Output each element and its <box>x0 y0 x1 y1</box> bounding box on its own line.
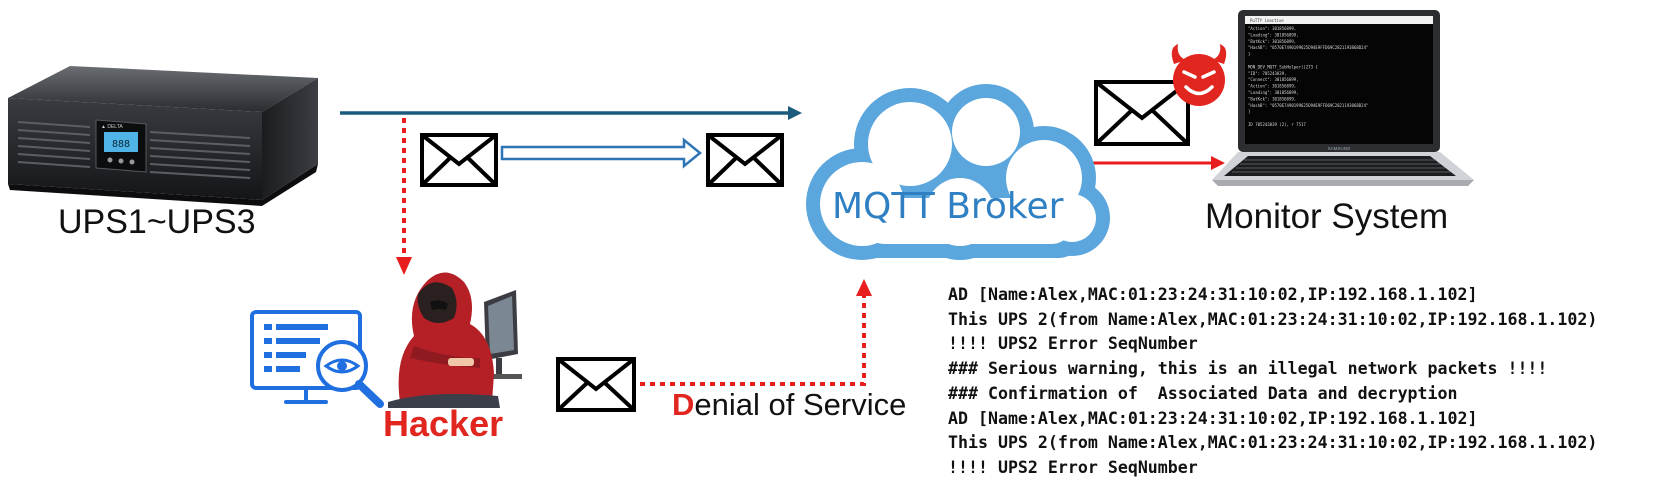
envelope-icon <box>706 133 784 187</box>
terminal-line: "Loading": 301856899, <box>1248 32 1299 37</box>
terminal-output: "Action": 301856899,"Loading": 301856899… <box>1248 26 1368 127</box>
terminal-title: PuTTY inactive <box>1250 18 1284 23</box>
terminal-line: "Action": 301856899, <box>1248 26 1296 31</box>
devil-face-icon <box>1171 44 1227 106</box>
ups-device-icon: 888 ▲ DELTA <box>8 66 318 206</box>
ups-to-broker-arrow <box>340 106 802 120</box>
log-line: AD [Name:Alex,MAC:01:23:24:31:10:02,IP:1… <box>948 408 1478 428</box>
terminal-line: } <box>1248 109 1250 114</box>
ups-display-readout: 888 <box>112 139 130 150</box>
log-line: AD [Name:Alex,MAC:01:23:24:31:10:02,IP:1… <box>948 285 1478 304</box>
terminal-titlebar <box>1245 16 1433 24</box>
monitor-label: Monitor System <box>1205 197 1449 236</box>
log-output: AD [Name:Alex,MAC:01:23:24:31:10:02,IP:1… <box>948 283 1597 481</box>
terminal-line: ID 705243839 (2), r 7517 <box>1248 122 1306 127</box>
dos-label: Denial of Service <box>672 387 906 423</box>
broker-label: MQTT Broker <box>832 186 1064 227</box>
log-line: This UPS 2(from Name:Alex,MAC:01:23:24:3… <box>948 433 1598 453</box>
envelope-icon <box>1094 80 1190 146</box>
document-inspection-icon <box>250 310 384 408</box>
terminal-line: "ID": 705243839, <box>1248 71 1287 76</box>
terminal-screen <box>1245 16 1433 144</box>
envelope-icon <box>556 357 636 412</box>
log-line: This UPS 2(from Name:Alex,MAC:01:23:24:3… <box>948 309 1598 329</box>
laptop-brand: SAMSUNG <box>1328 146 1351 151</box>
laptop-icon: PuTTY inactive "Action": 301856899,"Load… <box>1212 10 1474 186</box>
hooded-hacker-icon <box>388 272 522 408</box>
terminal-line: "BatKck": 301856899, <box>1248 96 1296 101</box>
terminal-line: "BatKck": 301856899, <box>1248 39 1296 44</box>
terminal-line: "Connect": 301856899, <box>1248 77 1299 82</box>
terminal-line: } <box>1248 52 1250 57</box>
terminal-line: "Action": 301856899, <box>1248 84 1296 89</box>
envelope-icon <box>420 133 498 187</box>
terminal-line: "HashB": "0570E7490199625D94E9FFD69C2821… <box>1248 103 1368 108</box>
log-line: !!!! UPS2 Error SeqNumber <box>948 334 1198 354</box>
log-line: !!!! UPS2 Error SeqNumber <box>948 457 1198 477</box>
terminal-line: MON_DEV_MQTT_SubHelper()273 { <box>1248 64 1318 69</box>
dos-attack-arrow <box>640 279 872 386</box>
log-line: ### Serious warning, this is an illegal … <box>948 359 1548 379</box>
svg-text:▲ DELTA: ▲ DELTA <box>101 124 123 130</box>
broker-to-monitor-arrow <box>1088 156 1225 170</box>
ups-label: UPS1~UPS3 <box>58 203 256 241</box>
dos-label-initial: D <box>672 387 695 422</box>
log-line: ### Confirmation of Associated Data and … <box>948 383 1458 403</box>
dos-label-rest: enial of Service <box>694 387 907 422</box>
hacker-label: Hacker <box>383 403 504 444</box>
terminal-line: "Loading": 301856899, <box>1248 90 1299 95</box>
interception-arrow <box>396 118 412 275</box>
cloud-icon <box>806 84 1110 260</box>
message-forward-arrow <box>500 137 702 169</box>
terminal-line: "HashB": "0570E7490199625D94E9FFD69C2821… <box>1248 45 1368 50</box>
